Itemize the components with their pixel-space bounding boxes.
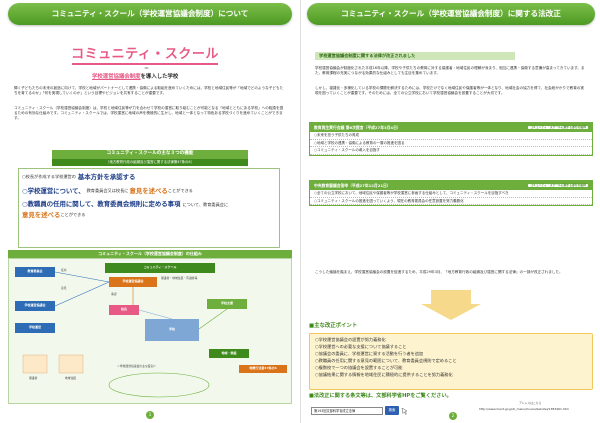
law-intro-2: しかし、複雑化・多様化している学校の課題を解決するためには、学校だけでなく地域住… — [315, 86, 584, 95]
law-box-2-heading: 中央教育審議会答申（平成27年12月21日） — [314, 182, 391, 188]
law-box-1-tag: コミュニティ・スクールに関する部分の抜粋 — [528, 124, 588, 130]
function-1: ○校長が作成する学校運営の 基本方針を承認する — [19, 172, 279, 183]
function-2-tail: ことができる — [167, 188, 193, 194]
arrow-down-icon — [421, 290, 481, 320]
diagram-school: 学校 — [145, 319, 199, 341]
diagram-members: 保護者・地域住民・有識者等 — [161, 276, 198, 280]
diagram-board: 教育委員会 — [15, 267, 55, 277]
law-box-1-heading: 教育再生実行会議 第6次提言（平成27年3月4日） — [314, 124, 401, 130]
equals-mark: ＝ — [144, 66, 150, 72]
law-box-2: 中央教育審議会答申（平成27年12月21日） コミュニティ・スクールに関する部分… — [309, 180, 593, 207]
title-underline — [72, 63, 218, 65]
diagram-arrows — [22, 271, 228, 398]
diagram-community: 地域住民 — [65, 376, 77, 380]
function-2-mid: 教育委員会又は校長に — [86, 188, 129, 194]
diagram-partner: 地域・家庭 — [209, 349, 249, 358]
function-3-mid: について、教育委員会に — [182, 201, 229, 207]
diagram-title: コミュニティ・スクール（学校運営協議会制度）の仕組み — [8, 250, 292, 258]
cursor-pointer-icon — [401, 407, 408, 415]
law-outro: こうした議論を踏まえ、学校運営協議会の設置を促進するため、平成29年3月、「地方… — [315, 270, 563, 274]
law-box-2-tag: コミュニティ・スクールに関する部分の抜粋 — [528, 182, 588, 188]
page-header: コミュニティ・スクール（学校運営協議会制度）について — [8, 3, 292, 25]
point-item: ○学校運営への必要な支援について協議すること — [315, 343, 407, 349]
left-page: コミュニティ・スクール（学校運営協議会制度）について コミュニティ・スクール ＝… — [8, 3, 292, 419]
diagram-law-note: 地教行法第47条の6 — [239, 365, 287, 373]
page-number: 2 — [449, 412, 457, 420]
function-3: ○教職員の任用に関して、教育委員会規則に定める事項 について、教育委員会に — [19, 199, 279, 210]
diagram-council: 学校運営協議会 — [109, 277, 157, 287]
subtitle-rest: を導入した学校 — [140, 74, 179, 80]
law-box-1-title: 教育再生実行会議 第6次提言（平成27年3月4日） コミュニティ・スクールに関す… — [310, 123, 592, 132]
functions-box: ○校長が作成する学校運営の 基本方針を承認する ○学校運営について、 教育委員会… — [18, 168, 280, 248]
law-box-2-line: ○コミュニティ・スクールの推進を図っていくよう、現在の教育委員会の任意設置を努力… — [310, 198, 592, 206]
intro-paragraph: 輝く子どもたちの未来の創造に向けて、学校と地域がパートナーとして連携・協働による… — [14, 86, 284, 95]
function-2-main: ○学校運営について、 — [22, 186, 85, 195]
point-item: ○協議会の委員に、学校運営に資する活動を行う者を追加 — [315, 350, 424, 356]
search-input[interactable]: 第193回文部科学省成立法律 — [311, 407, 383, 415]
diagram-appoint: 任命 — [61, 268, 67, 272]
url-link[interactable]: http://www.mext.go.jp/b_menu/houan/kakut… — [479, 407, 569, 411]
law-box-1-line: ○未来を担う子供たちの育成 — [310, 132, 592, 140]
function-1-lead: ○校長が作成する学校運営の — [22, 174, 76, 180]
mechanism-diagram: 教育委員会 学校運営協議会 学校運営 コミュニティ・スクール 学校運営協議会 保… — [8, 258, 292, 404]
function-1-main: 基本方針を承認する — [77, 173, 136, 181]
diagram-approve: 承認 — [111, 292, 117, 296]
diagram-parents: 保護者 — [29, 376, 38, 380]
diagram-cycle-title: ＜学校運営協議会の主な役割＞ — [117, 364, 157, 368]
function-3-key: 意見を述べる — [22, 210, 61, 219]
points-box: ○学校運営協議会の設置が努力義務化 ○学校運営への必要な支援について協議すること… — [309, 333, 593, 390]
law-box-1-line: ○地域と学校の連携・協働による教育の一層の推進を図る — [310, 140, 592, 148]
point-item: ○学校運営協議会の設置が努力義務化 — [315, 336, 386, 342]
diagram-support: 学校支援 — [207, 299, 247, 309]
function-3-line2: 意見を述べる ことができる — [19, 210, 279, 221]
law-box-1-line: ○コミュニティ・スクールの導入を目指す — [310, 147, 592, 155]
law-box-1: 教育再生実行会議 第6次提言（平成27年3月4日） コミュニティ・スクールに関す… — [309, 122, 593, 156]
diagram-principal: 校長 — [109, 305, 139, 315]
law-box-2-line: ○全ての公立学校において、地域住民や保護者等が学校運営に参画する仕組みとして、コ… — [310, 190, 592, 198]
page-number: 1 — [146, 411, 154, 419]
diagram-opinion: 意見 — [61, 286, 67, 290]
url-label: アドレスはこちら — [519, 401, 542, 405]
law-intro: 学校運営協議会が制度化された平成16年以降、学校や子供たちの教育に対する保護者・… — [315, 66, 585, 75]
law-box-2-title: 中央教育審議会答申（平成27年12月21日） コミュニティ・スクールに関する部分… — [310, 181, 592, 190]
function-2: ○学校運営について、 教育委員会又は校長に 意見を述べる ことができる — [19, 186, 279, 197]
point-item: ○教職員の任用に関する意見の範囲について、教育委員会規則で定めること — [315, 357, 457, 363]
points-title: ■主な改正ポイント — [309, 323, 358, 329]
diagram-side-operation: 学校運営 — [15, 323, 55, 333]
point-item: ○協議結果に関する情報を地域住民に積極的に提供することを努力義務化 — [315, 371, 453, 377]
function-3-tail: ことができる — [60, 212, 86, 218]
functions-subtitle: ［地方教育行政の組織及び運営に関する法律第47条の6］ — [52, 159, 248, 166]
point-item: ○複数校で一つの協議会を設置することが可能 — [315, 364, 403, 370]
main-title: コミュニティ・スクール — [71, 47, 219, 62]
subtitle-highlight: 学校運営協議会制度 — [92, 74, 141, 80]
right-page: コミュニティ・スクール（学校運営協議会制度）に関する法改正 学校運営協議会制度に… — [300, 0, 600, 423]
page-header: コミュニティ・スクール（学校運営協議会制度）に関する法改正 — [307, 3, 595, 25]
diagram-cs: コミュニティ・スクール — [105, 263, 215, 273]
section-title: 学校運営協議会制度に関する法律が改正されました — [315, 52, 515, 60]
website-note: ■法改正に関する条文等は、文部科学省HPをご覧ください。 — [309, 393, 452, 399]
subtitle: 学校運営協議会制度を導入した学校 — [92, 74, 178, 81]
function-3-main: ○教職員の任用に関して、教育委員会規則に定める事項 — [22, 200, 181, 209]
intro-paragraph-2: コミュニティ・スクール（学校運営協議会制度）は、学校と地域住民等が力を合わせて学… — [14, 106, 284, 120]
function-2-key: 意見を述べる — [129, 186, 168, 195]
search-button[interactable]: 検索 — [385, 406, 399, 415]
functions-title: コミュニティ・スクールの主な３つの機能 — [52, 150, 248, 159]
diagram-side-council: 学校運営協議会 — [15, 301, 55, 311]
